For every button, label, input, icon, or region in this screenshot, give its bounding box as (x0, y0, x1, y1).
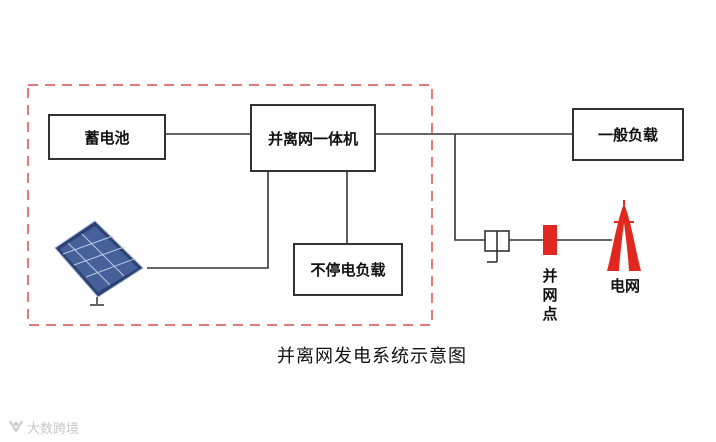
solar-panel-icon (54, 220, 144, 306)
battery-box: 蓄电池 (48, 114, 166, 160)
grid-label: 电网 (609, 277, 640, 295)
watermark-logo-icon (8, 419, 24, 437)
general-load-label: 一般负载 (597, 126, 658, 144)
ups-load-box: 不停电负载 (293, 243, 403, 296)
grid-point-label: 并 网 点 (542, 267, 558, 323)
general-load-box: 一般负载 (572, 108, 684, 161)
diagram-caption: 并离网发电系统示意图 (277, 346, 467, 367)
grid-tower-icon (607, 200, 641, 271)
watermark-text: 大数跨境 (27, 422, 80, 437)
ups-load-label: 不停电负载 (310, 261, 386, 279)
inverter-label: 并离网一体机 (267, 129, 358, 148)
solar-inverter-wire (147, 172, 269, 269)
inverter-box: 并离网一体机 (250, 104, 376, 172)
grid-connection-switch (543, 225, 557, 255)
meter-icon (484, 230, 510, 263)
battery-label: 蓄电池 (84, 128, 130, 147)
bus-grid-branch (454, 134, 485, 241)
watermark: 大数跨境 (8, 418, 79, 437)
